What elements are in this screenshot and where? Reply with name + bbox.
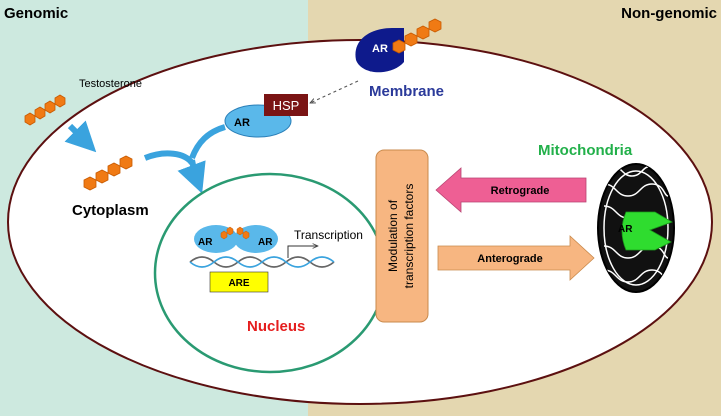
genomic-label: Genomic [4,5,68,22]
anterograde-label: Anterograde [477,253,542,265]
ar-label-dimer-left: AR [198,237,213,248]
modulation-line2: transcription factors [402,184,416,289]
ar-label-cytoplasm: AR [234,117,250,129]
anterograde-arrow [437,235,595,281]
binding-arrows [143,124,226,194]
entry-arrow [64,120,97,153]
are-box [209,271,269,293]
testosterone-molecule-membrane [392,18,442,54]
ar-label-mitochondria: AR [618,224,633,235]
nongenomic-label: Non-genomic [621,5,717,22]
modulation-line1: Modulation of [386,199,400,272]
modulation-box [375,149,429,323]
dna-helix [189,256,335,268]
cell-membrane [7,39,713,405]
are-label: ARE [228,278,249,289]
mitochondria-label: Mitochondria [538,142,633,159]
retrograde-arrow [435,167,587,213]
mitochondrion: AR [597,163,675,293]
retrograde-label: Retrograde [491,185,550,197]
hsp-box [264,94,308,116]
membrane-ar [355,28,404,73]
ar-label-dimer-right: AR [258,237,273,248]
ar-label-membrane: AR [372,43,388,55]
mito-ar [621,211,673,251]
testosterone-molecule-cytoplasm [83,155,133,191]
testosterone-label: Testosterone [79,78,142,90]
testosterone-molecule-dimer [220,226,250,240]
transcription-arrow [287,246,318,258]
nucleus-label: Nucleus [247,318,305,335]
transcription-label: Transcription [294,228,363,242]
testosterone-molecule-outside [24,94,66,126]
hsp-label: HSP [273,98,300,113]
membrane-dashed-arrow [310,80,359,103]
membrane-label: Membrane [369,83,444,100]
cytoplasm-label: Cytoplasm [72,202,149,219]
